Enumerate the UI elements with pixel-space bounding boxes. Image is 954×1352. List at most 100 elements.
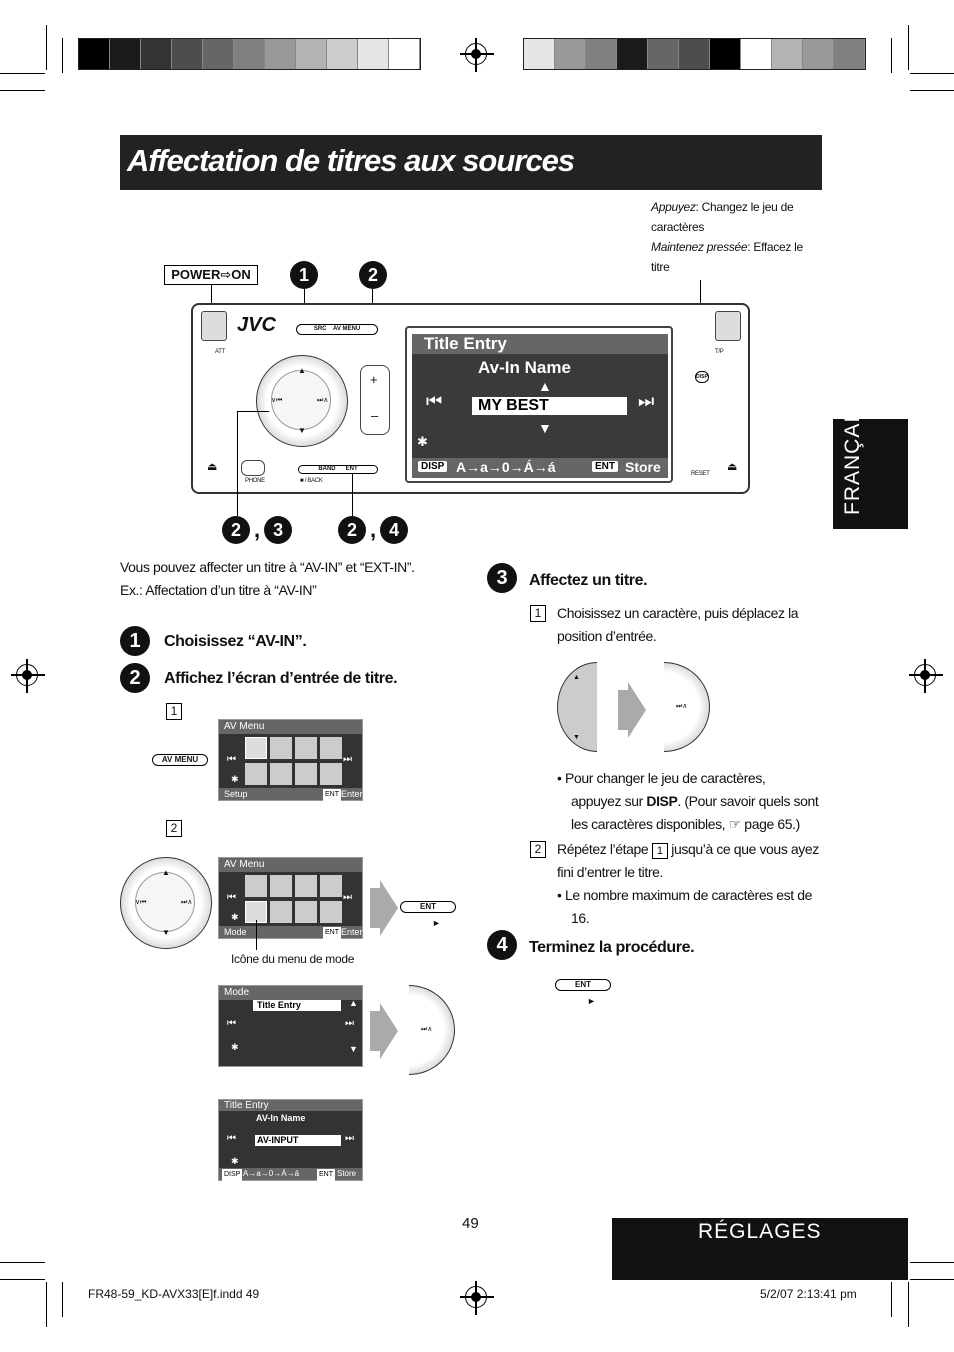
dial-left-half[interactable]: ▲ ▼ <box>557 662 597 752</box>
src-avmenu-buttons[interactable]: SRC AV MENU <box>296 324 378 335</box>
release-button-right[interactable] <box>715 311 741 341</box>
crop-mark <box>910 73 954 74</box>
head-unit: JVC SRC AV MENU ATT T/P ▲ ▼ ∨⏮ ⏭∧ + – Ti… <box>191 303 750 494</box>
power-on-label: POWER⇨ON <box>164 265 258 285</box>
step-3-sub-1-text: Choisissez un caractère, puis déplacez l… <box>557 605 799 644</box>
ent-button[interactable]: ENT <box>555 979 611 991</box>
reset-button[interactable]: RESET <box>691 471 710 477</box>
step-2-text: Affichez l’écran d’entrée de titre. <box>164 670 398 687</box>
control-dial[interactable]: ▲ ▼ ∨⏮ ⏭∧ <box>120 857 212 949</box>
step-2-sub-2: 2 <box>166 820 182 837</box>
plus-icon: + <box>370 372 378 387</box>
step-3-number: 3 <box>487 563 517 593</box>
color-bar-right <box>523 38 866 70</box>
play-icon: ► <box>587 996 596 1006</box>
step-4-number: 4 <box>487 930 517 960</box>
next-icon: ⏭ <box>638 391 655 411</box>
registration-mark-icon <box>11 659 45 693</box>
step-3-sub-2: 2 <box>530 841 546 858</box>
up-arrow-icon: ▲ <box>298 366 306 375</box>
down-arrow-icon: ▼ <box>573 734 580 741</box>
menu-icon-grid <box>245 875 345 923</box>
callout-1: 1 <box>290 261 318 289</box>
disp-button[interactable]: DISP <box>695 371 709 383</box>
step-2-sub-1: 1 <box>166 703 182 720</box>
crop-mark <box>62 38 63 73</box>
section-tab-label: RÉGLAGES <box>698 1220 822 1243</box>
prev-icon: ∨⏮ <box>271 397 283 404</box>
display-entry: MY BEST <box>472 397 627 415</box>
main-display: Title Entry Av-In Name ⏮ ⏭ MY BEST ▲ ▼ ✱… <box>412 334 668 478</box>
prev-icon: ⏮ <box>227 1133 236 1144</box>
crop-mark <box>0 73 45 74</box>
step-3-text: Affectez un titre. <box>529 572 648 589</box>
prev-icon: ⏮ <box>227 1018 236 1029</box>
crop-mark <box>62 1282 63 1317</box>
display-title: Title Entry <box>412 334 668 354</box>
crop-mark <box>891 1282 892 1317</box>
phone-button[interactable] <box>241 460 265 476</box>
down-arrow-icon: ▼ <box>162 928 170 937</box>
page-number: 49 <box>462 1215 479 1232</box>
step-3-sub-2-text: Répétez l’étape 1 jusqu’à ce que vous ay… <box>557 841 819 926</box>
volume-rocker[interactable]: + – <box>360 365 390 435</box>
callout-line <box>237 411 238 516</box>
crop-mark <box>910 1279 954 1280</box>
eject-icon[interactable]: ⏏ <box>207 461 218 473</box>
intro-text: Vous pouvez affecter un titre à “AV-IN” … <box>120 559 415 598</box>
callout-line <box>211 285 212 320</box>
dial-right-half[interactable]: ⏭∧ <box>664 662 710 752</box>
arrow-right-icon <box>370 1003 398 1059</box>
menu-icon-grid <box>245 737 345 785</box>
next-icon: ⏭ <box>345 1133 354 1144</box>
arrow-right-icon <box>370 880 398 936</box>
release-button-left[interactable] <box>201 311 227 341</box>
ent-button[interactable]: ENT <box>400 901 456 913</box>
step-1-text: Choisissez “AV-IN”. <box>164 633 307 650</box>
crop-mark <box>908 25 909 70</box>
footer-file: FR48-59_KD-AVX33[E]f.indd 49 <box>88 1287 260 1301</box>
screen-mode: Mode Title Entry ▲ ▼ ⏮ ⏭ ✱ <box>218 985 363 1067</box>
up-arrow-icon: ▲ <box>162 868 170 877</box>
dial-partial[interactable]: ⏭∧ <box>409 985 455 1075</box>
bluetooth-icon: ✱ <box>417 434 428 449</box>
next-icon: ⏭ <box>345 1018 354 1029</box>
next-icon: ⏭ <box>343 892 352 903</box>
display-subtitle: Av-In Name <box>478 358 571 377</box>
crop-mark <box>46 25 47 70</box>
next-icon: ⏭ <box>343 754 352 765</box>
crop-mark <box>891 38 892 73</box>
arrow-right-icon <box>618 682 646 738</box>
minus-icon: – <box>371 408 379 423</box>
prev-icon: ∨⏮ <box>135 899 147 906</box>
crop-mark <box>0 90 45 91</box>
prev-icon: ⏮ <box>227 754 236 765</box>
av-menu-button[interactable]: AV MENU <box>152 754 208 766</box>
control-dial[interactable]: ▲ ▼ ∨⏮ ⏭∧ <box>256 355 348 447</box>
crop-mark <box>46 1282 47 1327</box>
crop-mark <box>910 90 954 91</box>
prev-icon: ⏮ <box>426 391 443 411</box>
eject-icon[interactable]: ⏏ <box>727 461 738 473</box>
step-1-number: 1 <box>120 626 150 656</box>
callout-2-3: 2,3 <box>222 516 293 544</box>
registration-mark-icon <box>909 659 943 693</box>
callout-line <box>256 920 257 950</box>
bluetooth-icon: ✱ <box>231 774 239 784</box>
callout-2: 2 <box>359 261 387 289</box>
crop-mark <box>908 1282 909 1327</box>
section-tab: RÉGLAGES <box>612 1218 908 1280</box>
up-arrow-icon: ▲ <box>349 998 358 1008</box>
tp-button[interactable]: T/P <box>715 349 724 355</box>
cursor-down-icon: ▼ <box>538 420 552 436</box>
step-2-number: 2 <box>120 663 150 693</box>
att-button[interactable]: ATT <box>215 349 225 355</box>
band-ent-buttons[interactable]: BAND ENT <box>298 465 378 474</box>
down-arrow-icon: ▼ <box>298 426 306 435</box>
display-frame: Title Entry Av-In Name ⏮ ⏭ MY BEST ▲ ▼ ✱… <box>405 326 673 483</box>
crop-mark <box>0 1279 45 1280</box>
cursor-up-icon: ▲ <box>538 378 552 394</box>
crop-mark <box>0 1262 45 1263</box>
next-icon: ⏭∧ <box>181 899 193 906</box>
